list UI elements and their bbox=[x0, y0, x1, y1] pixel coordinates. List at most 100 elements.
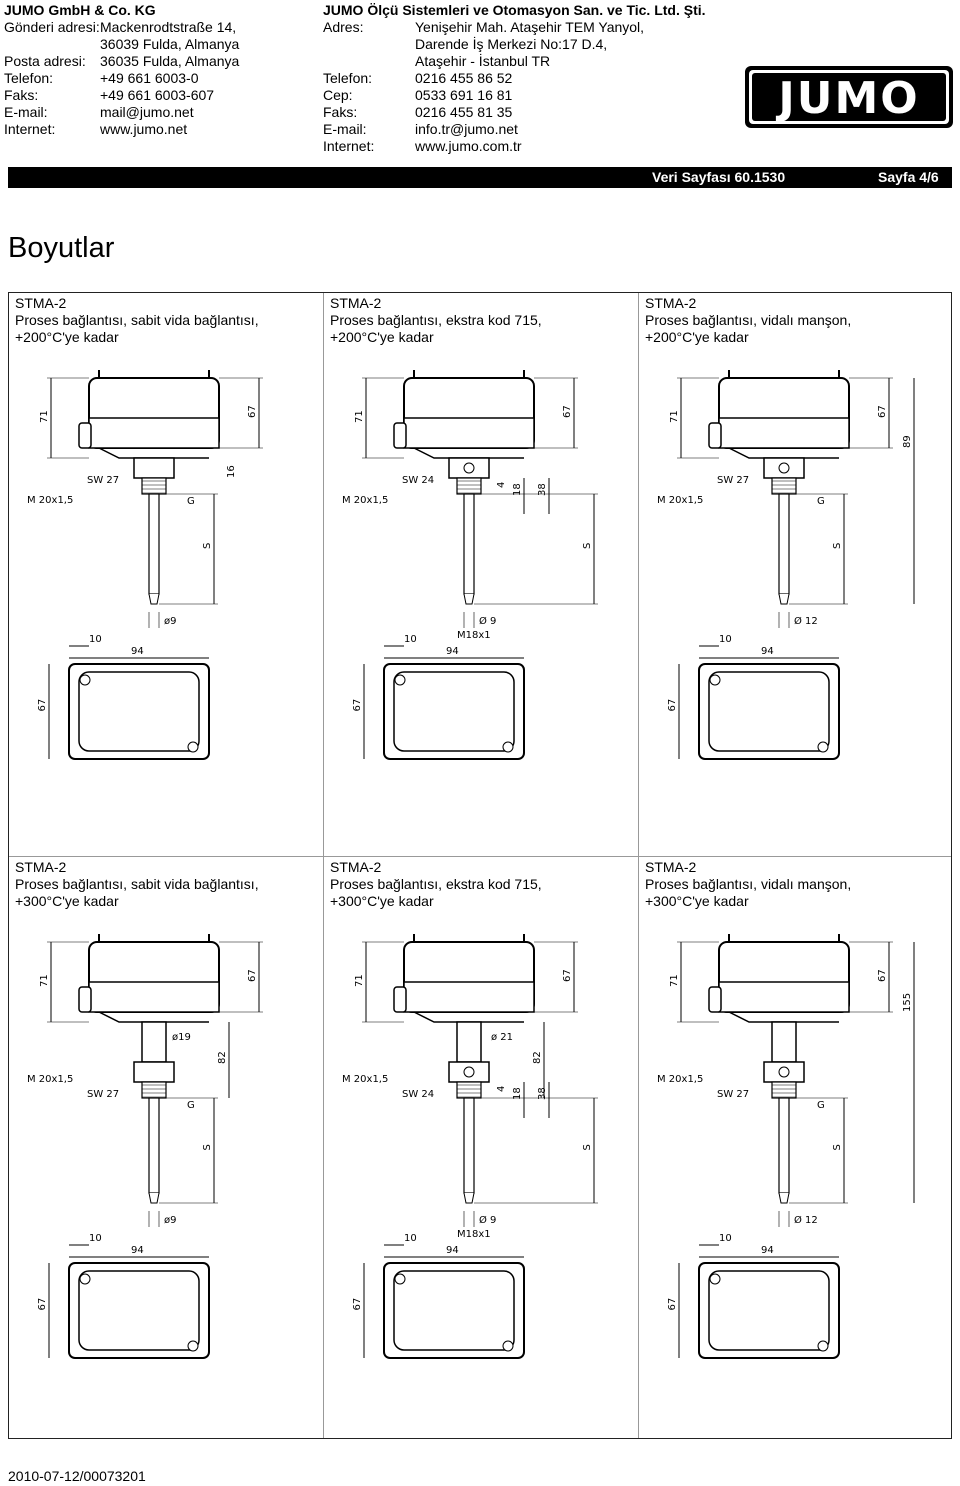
model-name: STMA-2 bbox=[15, 859, 67, 875]
dimension-label: M18x1 bbox=[457, 1229, 491, 1240]
value: Yenişehir Mah. Ataşehir TEM Yanyol, bbox=[415, 19, 645, 35]
dimension-label: 89 bbox=[902, 435, 913, 448]
document-id: 2010-07-12/00073201 bbox=[8, 1468, 146, 1484]
cable-gland bbox=[393, 422, 407, 449]
mounting-foot bbox=[728, 447, 839, 459]
probe-tip bbox=[778, 1192, 790, 1204]
cover-screw-icon bbox=[394, 674, 406, 686]
label: Faks: bbox=[323, 104, 358, 120]
dimension-label: 10 bbox=[89, 1233, 102, 1244]
caption-line: +200°C'ye kadar bbox=[330, 329, 434, 345]
extension-neck bbox=[771, 1021, 797, 1063]
row-divider bbox=[9, 856, 951, 857]
dimension-label: SW 27 bbox=[87, 475, 119, 486]
dimension-label: S bbox=[202, 543, 213, 549]
column-divider bbox=[638, 293, 639, 1438]
label: Faks: bbox=[4, 87, 39, 103]
dimension-label: 10 bbox=[719, 634, 732, 645]
cover-outline bbox=[708, 671, 830, 752]
cover-screw-icon bbox=[394, 1273, 406, 1285]
page-number: Sayfa 4/6 bbox=[878, 169, 939, 185]
cable-gland bbox=[708, 986, 722, 1013]
probe-tip bbox=[148, 593, 160, 605]
housing-base bbox=[718, 417, 850, 449]
mounting-foot bbox=[728, 1011, 839, 1023]
caption-line: +300°C'ye kadar bbox=[645, 893, 749, 909]
dimension-label: SW 24 bbox=[402, 475, 434, 486]
dimension-label: 71 bbox=[39, 410, 50, 423]
website-link[interactable]: www.jumo.net bbox=[100, 121, 188, 137]
caption-line: +300°C'ye kadar bbox=[15, 893, 119, 909]
company-name: JUMO Ölçü Sistemleri ve Otomasyon San. v… bbox=[323, 2, 706, 18]
probe bbox=[778, 1097, 790, 1194]
thread bbox=[771, 1081, 797, 1099]
housing-top bbox=[698, 663, 840, 760]
page-info-bar: Veri Sayfası 60.1530 Sayfa 4/6 bbox=[8, 167, 952, 188]
probe-tip bbox=[778, 593, 790, 605]
cover-screw-icon bbox=[79, 674, 91, 686]
probe bbox=[148, 1097, 160, 1194]
page-title: Boyutlar bbox=[8, 232, 115, 264]
dimension-label: 71 bbox=[669, 974, 680, 987]
model-name: STMA-2 bbox=[330, 859, 382, 875]
housing-base bbox=[718, 981, 850, 1013]
dimension-label: Ø 12 bbox=[794, 615, 818, 627]
label: Gönderi adresi: bbox=[4, 19, 100, 35]
cover-screw-icon bbox=[817, 1340, 829, 1352]
caption-line: +300°C'ye kadar bbox=[330, 893, 434, 909]
screw-icon bbox=[463, 1066, 475, 1078]
dimension-label: 16 bbox=[226, 465, 237, 478]
housing-base bbox=[403, 981, 535, 1013]
caption-line: +200°C'ye kadar bbox=[15, 329, 119, 345]
cover-outline bbox=[393, 671, 515, 752]
header-right: JUMO Ölçü Sistemleri ve Otomasyon San. v… bbox=[323, 2, 706, 155]
caption-line: Proses bağlantısı, vidalı manşon, bbox=[645, 312, 852, 328]
caption-line: Proses bağlantısı, sabit vida bağlantısı… bbox=[15, 312, 259, 328]
cable-gland bbox=[393, 986, 407, 1013]
email-link[interactable]: info.tr@jumo.net bbox=[415, 121, 518, 137]
value: 36035 Fulda, Almanya bbox=[100, 53, 240, 69]
hex-nut bbox=[133, 457, 175, 479]
dimension-label: Ø 12 bbox=[794, 1214, 818, 1226]
dimension-label: G bbox=[817, 1100, 825, 1111]
dimension-label: 4 bbox=[496, 482, 507, 488]
caption-line: +200°C'ye kadar bbox=[645, 329, 749, 345]
dimension-label: 18 bbox=[512, 483, 523, 496]
value: 0216 455 86 52 bbox=[415, 70, 513, 86]
dimension-label: 67 bbox=[877, 405, 888, 418]
cable-gland bbox=[78, 986, 92, 1013]
housing-top bbox=[383, 1262, 525, 1359]
dimension-label: Ø 9 bbox=[479, 615, 496, 627]
dimension-label: 18 bbox=[512, 1087, 523, 1100]
column-divider bbox=[323, 293, 324, 1438]
cover-outline bbox=[708, 1270, 830, 1351]
dimension-label: 67 bbox=[37, 699, 48, 712]
dimension-label: 67 bbox=[562, 405, 573, 418]
housing-top bbox=[68, 1262, 210, 1359]
model-name: STMA-2 bbox=[15, 295, 67, 311]
probe bbox=[778, 493, 790, 595]
dimension-label: S bbox=[202, 1144, 213, 1150]
probe-tip bbox=[148, 1192, 160, 1204]
dimension-label: M 20x1,5 bbox=[657, 495, 703, 506]
dimension-label: 67 bbox=[562, 969, 573, 982]
cable-gland bbox=[78, 422, 92, 449]
dimension-label: 67 bbox=[37, 1298, 48, 1311]
website-link[interactable]: www.jumo.com.tr bbox=[415, 138, 522, 154]
company-name: JUMO GmbH & Co. KG bbox=[4, 2, 156, 18]
dimension-label: M 20x1,5 bbox=[27, 495, 73, 506]
value: +49 661 6003-0 bbox=[100, 70, 199, 86]
dimension-label: 38 bbox=[537, 1087, 548, 1100]
mounting-foot bbox=[98, 447, 209, 459]
label: Adres: bbox=[323, 19, 364, 35]
email-link[interactable]: mail@jumo.net bbox=[100, 104, 194, 120]
